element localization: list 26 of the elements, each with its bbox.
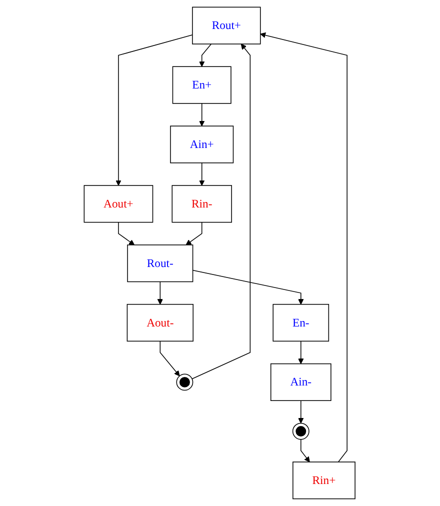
node-circle <box>292 422 310 440</box>
arrow <box>186 222 203 246</box>
arrow <box>158 281 164 305</box>
node-box: En+ <box>172 66 232 104</box>
arrow <box>192 44 251 380</box>
arrow <box>199 44 212 67</box>
arrow <box>160 340 180 376</box>
node-box: Rout- <box>128 244 194 282</box>
node-box: En- <box>273 304 330 342</box>
node-box: Rout+ <box>192 6 262 44</box>
node-box: Aout- <box>127 304 194 342</box>
arrow <box>199 103 206 126</box>
arrow <box>260 32 348 462</box>
arrow <box>199 162 206 186</box>
node-box: Ain+ <box>170 126 234 164</box>
arrow <box>298 340 304 364</box>
node-box: Rin- <box>172 185 232 223</box>
node-box: Ain- <box>270 363 332 401</box>
arrow <box>116 34 194 186</box>
node-circle <box>176 374 194 391</box>
arrow <box>298 400 304 424</box>
node-box: Aout+ <box>84 185 154 223</box>
arrow <box>300 439 310 462</box>
arrow <box>192 270 304 305</box>
arrow <box>118 222 135 246</box>
node-box: Rin+ <box>292 462 356 500</box>
